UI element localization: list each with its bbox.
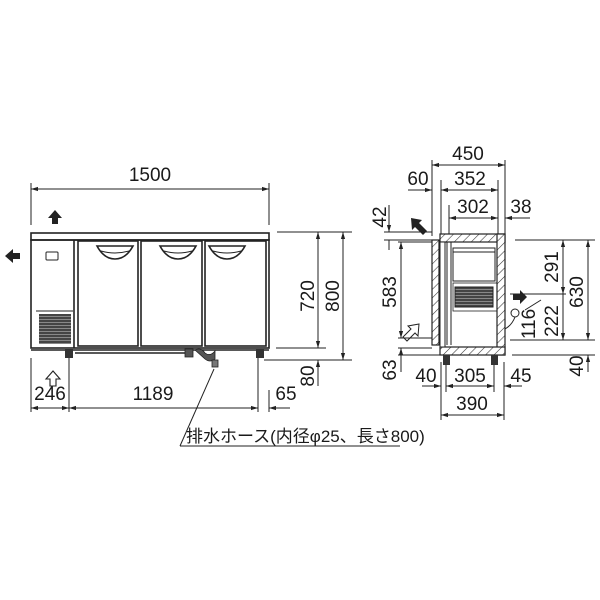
top-insulation [439,233,506,243]
dim-overall-width: 1500 [129,165,171,186]
dim-front-foot: 40 [415,366,436,387]
dim-overall-height: 800 [323,280,344,312]
dim-overall-depth: 450 [452,144,484,165]
air-intake-diagonal-icon [402,323,420,342]
rear-wall [496,233,506,356]
dim-right-offset: 65 [275,384,296,405]
control-panel [45,251,59,261]
cabinet-body [30,239,270,349]
condenser-grill [454,286,494,308]
door-2 [140,240,203,347]
dim-bottom-offset: 63 [380,359,401,380]
drain-hose-note: 排水ホース(内径φ25、長さ800) [186,427,425,446]
dim-door-offset: 60 [407,169,428,190]
dim-door-height: 583 [380,276,401,308]
dim-top-offset: 42 [370,206,391,227]
leg-left [65,349,73,358]
foot-front [443,355,450,365]
dim-cord-height: 116 [519,309,540,339]
door-handle [158,245,198,260]
leg-right [256,349,264,358]
front-view: 1500 [5,165,425,447]
airflow-right-icon [513,290,527,304]
dim-352: 352 [454,169,486,190]
door-handle [95,245,135,260]
airflow-diagonal-icon [411,218,427,235]
dim-inner-depth: 302 [457,197,489,218]
air-intake-icon [44,370,62,387]
airflow-up-icon [48,210,62,224]
foot-rear [491,355,498,365]
dim-body-height: 720 [298,280,319,312]
dim-foot-span: 305 [454,366,486,387]
dim-left-offset: 246 [34,384,66,405]
door-handle [207,245,247,260]
dim-base-depth: 390 [456,394,488,415]
bottom-insulation [439,346,506,356]
countertop [30,232,270,241]
dim-total-height: 630 [567,276,588,308]
vent-grill [39,314,71,344]
evaporator [452,247,496,282]
leader-line [179,368,215,447]
dim-lower-section: 222 [542,305,563,337]
plug-icon [510,308,520,318]
airflow-left-icon [5,249,20,263]
door-1 [77,240,139,347]
drain-fitting [184,348,216,362]
dim-upper-section: 291 [542,251,563,283]
power-cord [504,316,516,330]
door-3 [204,240,267,347]
dim-rear-offset: 38 [510,197,531,218]
dim-rear-foot: 45 [510,366,531,387]
side-view: 450 60 352 302 38 42 [370,144,595,420]
dim-leg-height: 80 [298,365,319,386]
dim-leg-span: 1189 [133,384,174,405]
door-section [431,239,440,346]
dim-leg-height-side: 40 [567,355,588,376]
